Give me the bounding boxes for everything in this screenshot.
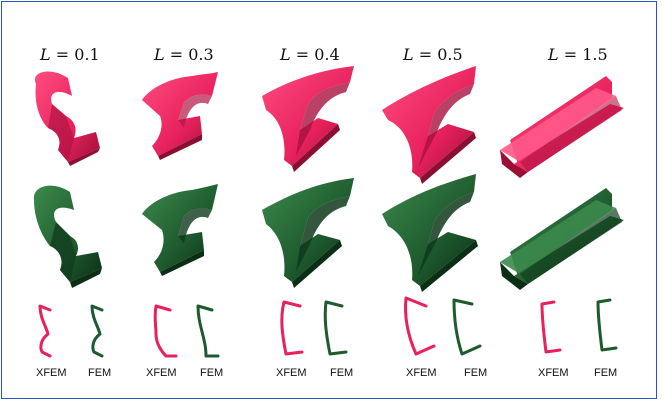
- column-title-3: L = 0.4: [279, 45, 340, 64]
- fem-label-L03: FEM: [200, 367, 223, 379]
- fem-section-L04: [323, 300, 348, 356]
- xfem-shape-L05: [382, 66, 476, 184]
- column-title-4: L = 0.5: [402, 45, 463, 64]
- svg-text:L = 0.4: L = 0.4: [279, 45, 340, 64]
- xfem-shape-L01: [34, 71, 100, 166]
- fem-section-L15: [596, 298, 618, 352]
- fem-label-L15: FEM: [594, 367, 617, 379]
- fem-shape-L01: [33, 185, 102, 288]
- svg-text:L = 0.1: L = 0.1: [39, 45, 100, 64]
- fem-label-L05: FEM: [464, 367, 487, 379]
- fem-section-L03: [196, 304, 220, 358]
- svg-text:L = 0.5: L = 0.5: [402, 45, 463, 64]
- xfem-label-L03: XFEM: [146, 367, 177, 379]
- xfem-shape-L03: [142, 72, 218, 160]
- xfem-shape-L04: [262, 66, 354, 172]
- fem-shape-L04: [262, 178, 354, 288]
- svg-text:L = 0.3: L = 0.3: [153, 45, 214, 64]
- xfem-label-L05: XFEM: [406, 367, 437, 379]
- fem-label-L04: FEM: [330, 367, 353, 379]
- xfem-shape-L15: [500, 76, 624, 178]
- xfem-label-L01: XFEM: [36, 367, 67, 379]
- xfem-label-L04: XFEM: [276, 367, 307, 379]
- svg-text:L = 1.5: L = 1.5: [547, 45, 608, 64]
- xfem-section-L01: [38, 304, 52, 358]
- column-title-5: L = 1.5: [547, 45, 608, 64]
- fem-section-L05: [452, 298, 482, 356]
- fem-label-L01: FEM: [88, 367, 111, 379]
- xfem-section-L04: [280, 300, 304, 356]
- fem-section-L01: [90, 304, 104, 358]
- xfem-section-L03: [153, 304, 178, 358]
- xfem-section-L15: [540, 300, 562, 354]
- column-title-1: L = 0.1: [39, 45, 100, 64]
- xfem-label-L15: XFEM: [538, 367, 569, 379]
- fem-shape-L15: [500, 188, 624, 290]
- fem-shape-L05: [382, 174, 478, 292]
- fem-shape-L03: [142, 184, 218, 276]
- xfem-section-L05: [404, 296, 436, 356]
- column-title-2: L = 0.3: [153, 45, 214, 64]
